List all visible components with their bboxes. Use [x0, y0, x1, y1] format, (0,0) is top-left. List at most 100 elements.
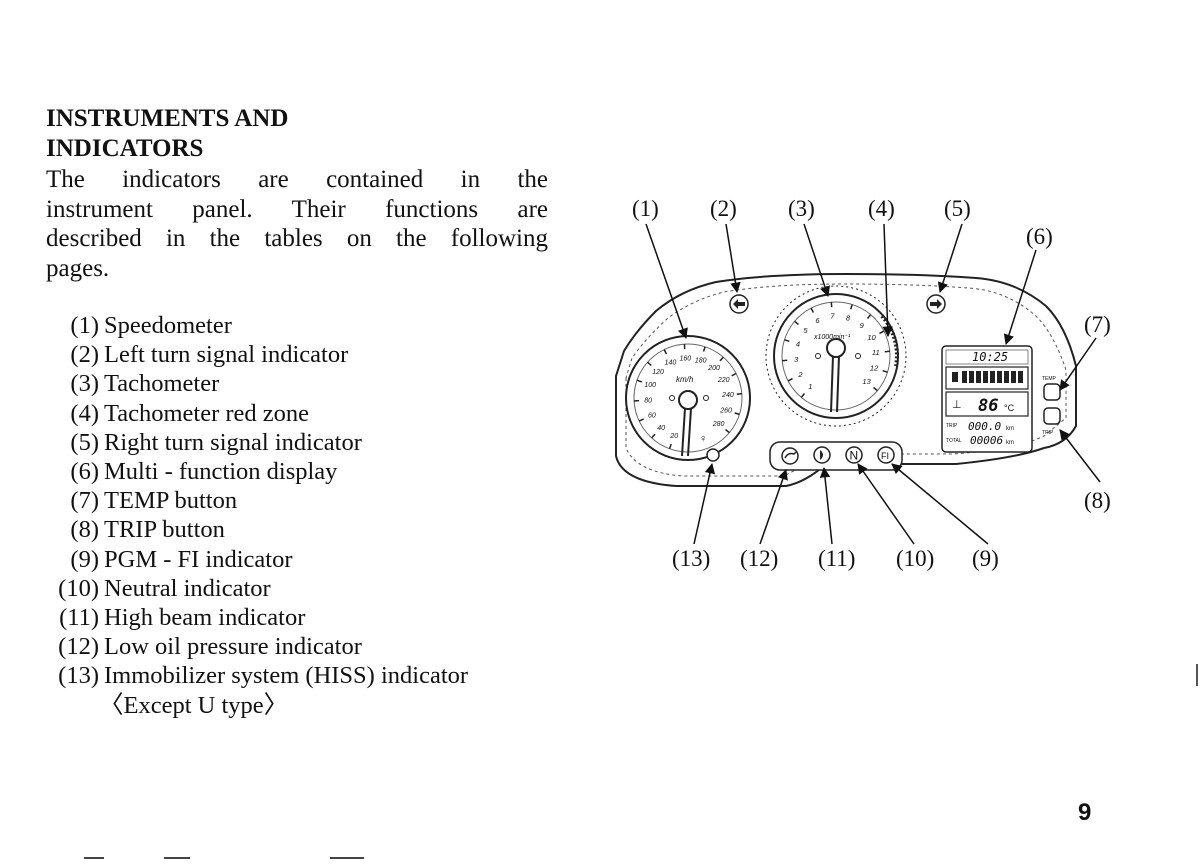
dial-tick-mark: [719, 356, 724, 362]
list-item: (10)Neutral indicator: [46, 574, 468, 603]
fuel-gauge-bars: [962, 371, 1023, 383]
page-number: 9: [1078, 799, 1092, 826]
total-readout: 00006: [970, 434, 1003, 447]
dial-tick-label: 200: [707, 365, 720, 372]
speedometer-needle: [681, 407, 686, 457]
dial-tick-label: 6: [815, 316, 820, 325]
speedometer-unit: km/h: [676, 375, 694, 384]
intro-line-2: instrument panel. Their functions are: [46, 195, 548, 223]
legend-list: (1)Speedometer (2)Left turn signal indic…: [46, 311, 468, 720]
list-item: (11)High beam indicator: [46, 603, 468, 632]
list-item: (3)Tachometer: [46, 369, 468, 398]
dial-tick-label: 5: [803, 326, 808, 335]
dial-tick-mark: [794, 320, 799, 326]
fuel-bar-segment: [990, 371, 995, 383]
dial-tick-label: 11: [872, 348, 880, 357]
list-item: (5)Right turn signal indicator: [46, 428, 468, 457]
callout-5: (5): [944, 196, 971, 221]
callout-8: (8): [1084, 488, 1111, 513]
neutral-indicator: [845, 446, 863, 464]
temp-button-label: TEMP: [1042, 376, 1057, 382]
dial-tick-label: 100: [644, 382, 656, 389]
list-item: (7)TEMP button: [46, 486, 468, 515]
dial-tick-label: 3: [794, 355, 799, 364]
oil-can-icon: [784, 451, 797, 459]
crop-mark: [330, 857, 364, 859]
legend-number: (1): [70, 312, 99, 339]
dial-tick-mark: [849, 304, 853, 310]
legend-number: (11): [59, 604, 99, 632]
dial-tick-label: 240: [721, 392, 734, 399]
fuel-bar-segment: [997, 371, 1002, 383]
legend-text: TEMP button: [104, 487, 238, 515]
legend-number: (10): [58, 574, 99, 602]
list-item: (8)TRIP button: [46, 515, 468, 544]
right-turn-signal-indicator: [926, 294, 946, 314]
legend-text: Neutral indicator: [104, 574, 271, 602]
fuel-bar-segment: [1004, 371, 1009, 383]
speedometer-hub: [678, 390, 698, 410]
crop-mark: [84, 857, 104, 859]
trip-button[interactable]: TRIP: [1042, 407, 1061, 436]
thermometer-icon: ⊥: [952, 399, 962, 411]
list-item: (2)Left turn signal indicator: [46, 340, 468, 369]
callout-4: (4): [868, 196, 895, 221]
dial-tick-label: 220: [717, 377, 730, 384]
list-item: (13)Immobilizer system (HISS) indicator: [46, 661, 468, 690]
heading-line-1: INSTRUMENTS AND: [46, 105, 289, 132]
list-item: (12)Low oil pressure indicator: [46, 632, 468, 661]
dial-tick-mark: [638, 418, 645, 422]
intro-line-1: The indicators are contained in the: [46, 166, 548, 193]
callout-2: (2): [710, 196, 737, 221]
legend-text: Speedometer: [104, 312, 232, 339]
dial-tick-label: 260: [719, 408, 732, 415]
list-item: (9)PGM - FI indicator: [46, 545, 468, 574]
oil-pressure-indicator: [781, 447, 799, 465]
neutral-letter: N: [850, 449, 859, 463]
callout-12: (12): [740, 546, 778, 571]
intro-line-3: described in the tables on the following: [46, 225, 548, 252]
heading-line-2: INDICATORS: [46, 135, 204, 162]
legend-text: Tachometer red zone: [104, 399, 310, 427]
dial-tick-mark: [882, 369, 888, 373]
dial-tick-mark: [668, 443, 672, 449]
dial-tick-label: 40: [657, 425, 665, 432]
panel-inner-outline: [625, 283, 1067, 477]
dial-tick-label: 280: [712, 421, 725, 428]
section-heading: INSTRUMENTS AND INDICATORS: [46, 104, 288, 164]
legend-text: PGM - FI indicator: [104, 545, 293, 573]
dial-tick-label: 20: [669, 433, 678, 440]
intro-line-4: pages.: [46, 254, 110, 282]
dial-tick-mark: [636, 379, 642, 383]
dial-tick-mark: [725, 428, 730, 434]
legend-number: (13): [58, 662, 99, 690]
temp-button[interactable]: TEMP: [1042, 376, 1061, 401]
crop-mark: [164, 857, 190, 859]
legend-number: (6): [70, 458, 99, 486]
list-item: (6)Multi - function display: [46, 457, 468, 486]
dial-tick-label: 80: [644, 398, 652, 405]
trip-unit: km: [1006, 426, 1014, 432]
dial-tick-label: 4: [796, 340, 800, 349]
callout-13: (13): [672, 546, 710, 571]
callout-10: (10): [896, 546, 934, 571]
list-item: (4)Tachometer red zone: [46, 399, 468, 428]
immobilizer-indicator-lamp: [706, 448, 720, 462]
dial-tick-label: 12: [870, 364, 879, 373]
edge-mark: [1196, 664, 1198, 686]
pgm-fi-indicator: [877, 446, 895, 464]
tachometer-hub: [826, 338, 846, 358]
fuel-icon: [952, 372, 958, 382]
dial-tick-mark: [800, 393, 806, 398]
legend-text: Multi - function display: [104, 458, 338, 486]
callout-6: (6): [1026, 224, 1053, 249]
callout-7: (7): [1084, 312, 1111, 337]
dial-tick-label: 8: [846, 313, 851, 322]
key-symbol-icon: ♀: [699, 433, 707, 445]
legend-number: (9): [70, 545, 99, 573]
